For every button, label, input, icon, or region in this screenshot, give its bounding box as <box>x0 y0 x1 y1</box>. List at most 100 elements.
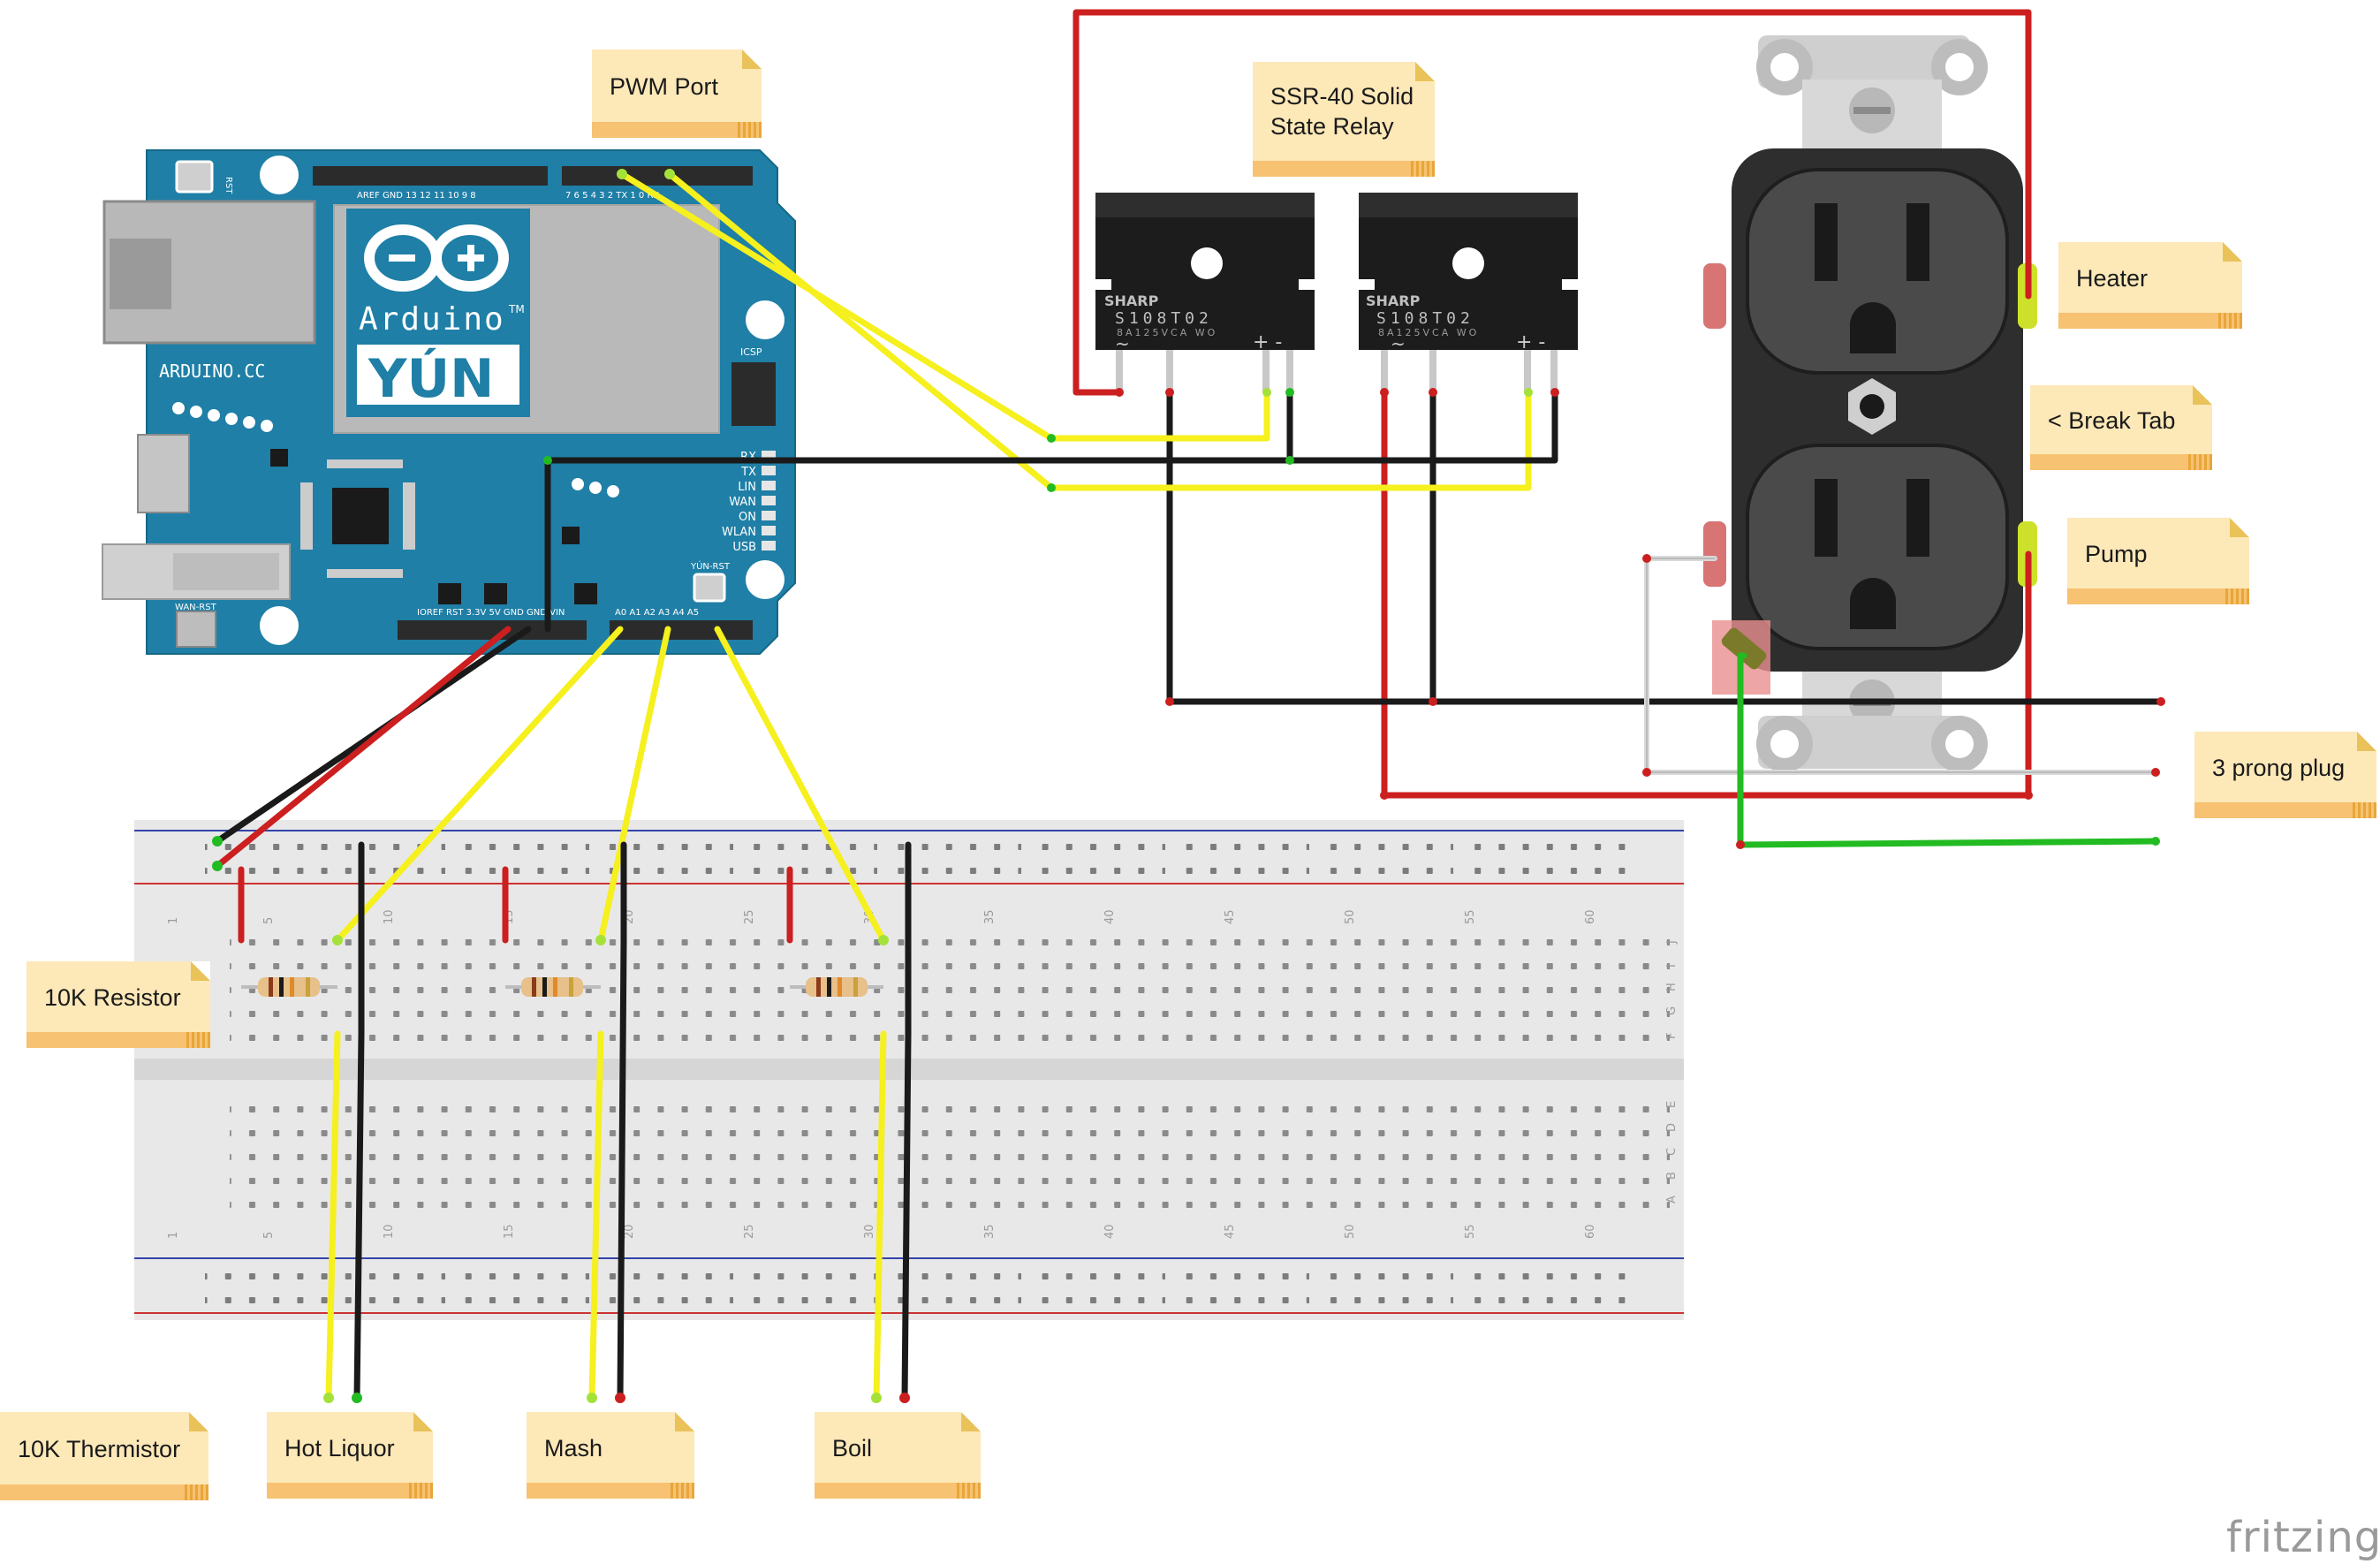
relay-terminal-label: + - <box>1516 331 1545 353</box>
note-three-prong: 3 prong plug <box>2194 732 2376 818</box>
fritzing-logo: fritzing <box>2226 1513 2380 1562</box>
outlet-top-receptacle <box>1746 168 2009 375</box>
note-three-prong-text: 3 prong plug <box>2212 755 2346 782</box>
col-num-top: 25 <box>743 909 756 924</box>
break-tab-left-top <box>1703 263 1726 329</box>
row-letter: D <box>1665 1123 1679 1132</box>
resistor-3 <box>790 977 883 997</box>
col-num-top: 35 <box>983 909 997 924</box>
col-num-top: 60 <box>1584 909 1597 924</box>
digital-header-label-2: 7 6 5 4 3 2 TX 1 0 RX <box>565 191 659 201</box>
analog-header <box>610 620 753 640</box>
col-num-bottom: 35 <box>983 1224 997 1239</box>
col-num-top: 45 <box>1224 909 1237 924</box>
note-pwm-port-text: PWM Port <box>610 73 719 101</box>
row-letter: I <box>1665 964 1679 968</box>
note-ssr-relay: SSR-40 Solid State Relay <box>1253 62 1435 177</box>
arduino-yun-board: Arduino TM YÚN ARDUINO.CC RST AREF GND 1… <box>102 149 796 655</box>
note-boil: Boil <box>815 1412 981 1499</box>
row-letter: C <box>1665 1148 1679 1156</box>
row-letter: F <box>1665 1033 1679 1039</box>
yun-reset-button[interactable] <box>693 573 726 603</box>
wire-red-relay2 <box>1381 389 2032 799</box>
wire-green-ground <box>1737 652 2159 848</box>
col-num-top: 55 <box>1464 909 1477 924</box>
microcontroller-chip <box>332 488 389 544</box>
note-hot-liquor: Hot Liquor <box>267 1412 433 1499</box>
duplex-outlet <box>1703 35 2037 772</box>
col-num-bottom: 55 <box>1464 1224 1477 1239</box>
digital-header-2 <box>562 166 753 186</box>
col-num-top: 40 <box>1103 909 1117 924</box>
relay-pins <box>1381 350 1558 392</box>
note-break-tab-text: < Break Tab <box>2048 407 2176 435</box>
relay-terminal-label: ~ <box>1391 333 1406 354</box>
col-num-top: 5 <box>262 917 276 924</box>
tm-mark: TM <box>508 303 525 315</box>
wire-yellow-pwm-1 <box>618 171 1270 442</box>
thermistor-mash-black <box>617 937 627 1401</box>
status-leds <box>762 451 776 550</box>
rst-label: RST <box>224 177 233 194</box>
status-led-label: USB <box>732 541 756 554</box>
col-num-bottom: 30 <box>863 1224 876 1239</box>
col-num-bottom: 5 <box>262 1232 276 1239</box>
col-num-bottom: 45 <box>1224 1224 1237 1239</box>
note-break-tab: < Break Tab <box>2030 385 2212 470</box>
row-letter: J <box>1665 940 1679 945</box>
relay-terminal-label: + - <box>1253 331 1282 353</box>
thermistor-mash-yellow <box>588 1030 604 1401</box>
mount-hole <box>746 300 784 339</box>
thermistor-boil-black <box>901 1030 912 1401</box>
wire-yellow-a2 <box>714 626 887 944</box>
note-boil-text: Boil <box>832 1435 873 1462</box>
relay-part: S108T02 <box>1115 309 1213 328</box>
relay-terminal-label: ~ <box>1115 333 1130 354</box>
row-letter: E <box>1665 1101 1679 1108</box>
note-hot-liquor-text: Hot Liquor <box>284 1435 395 1462</box>
note-heater-text: Heater <box>2076 265 2149 292</box>
reset-button[interactable] <box>175 160 214 194</box>
power-rail-top <box>205 834 1636 882</box>
col-num-top: 50 <box>1344 909 1357 924</box>
led-dots <box>172 402 619 497</box>
col-num-bottom: 10 <box>383 1224 396 1239</box>
note-resistor: 10K Resistor <box>27 961 210 1048</box>
icsp-header <box>731 362 776 426</box>
terminal-rows-top <box>230 928 1670 1047</box>
status-led-label: LIN <box>738 481 756 494</box>
col-num-bottom: 40 <box>1103 1224 1117 1239</box>
arduino-site: ARDUINO.CC <box>159 361 265 382</box>
col-num-top: 1 <box>167 917 180 924</box>
note-pwm-port: PWM Port <box>592 49 762 138</box>
mount-hole <box>260 156 299 194</box>
arduino-model: YÚN <box>368 347 494 410</box>
col-num-bottom: 20 <box>623 1224 636 1239</box>
col-num-top: 10 <box>383 909 396 924</box>
note-thermistor: 10K Thermistor <box>0 1412 208 1500</box>
ssr-relay-2: SHARP S108T02 8A125VCA WO ~ + - <box>1359 193 1578 392</box>
resistor-2 <box>505 977 601 997</box>
relay-brand: SHARP <box>1366 292 1421 309</box>
col-num-bottom: 50 <box>1344 1224 1357 1239</box>
status-led-label: ON <box>739 511 756 524</box>
usb-host-port <box>173 553 279 590</box>
wire-black-gnd-rail <box>214 626 532 845</box>
note-heater: Heater <box>2058 242 2242 329</box>
wire-black-gnd-relays <box>544 389 1293 633</box>
note-pump: Pump <box>2067 518 2249 604</box>
digital-header-label: AREF GND 13 12 11 10 9 8 <box>357 191 476 201</box>
wire-yellow-a1 <box>597 626 671 944</box>
relay-part: S108T02 <box>1376 309 1474 328</box>
terminal-rows-bottom <box>230 1092 1670 1211</box>
status-led-label: WAN <box>729 496 756 509</box>
analog-header-label: A0 A1 A2 A3 A4 A5 <box>615 608 699 618</box>
resistor-1 <box>241 977 337 997</box>
col-num-bottom: 25 <box>743 1224 756 1239</box>
row-letter: G <box>1665 1006 1679 1015</box>
wire-red-mains <box>1073 9 2032 396</box>
row-letter: A <box>1665 1196 1679 1203</box>
wire-yellow-a0 <box>334 626 624 944</box>
digital-header <box>313 166 548 186</box>
